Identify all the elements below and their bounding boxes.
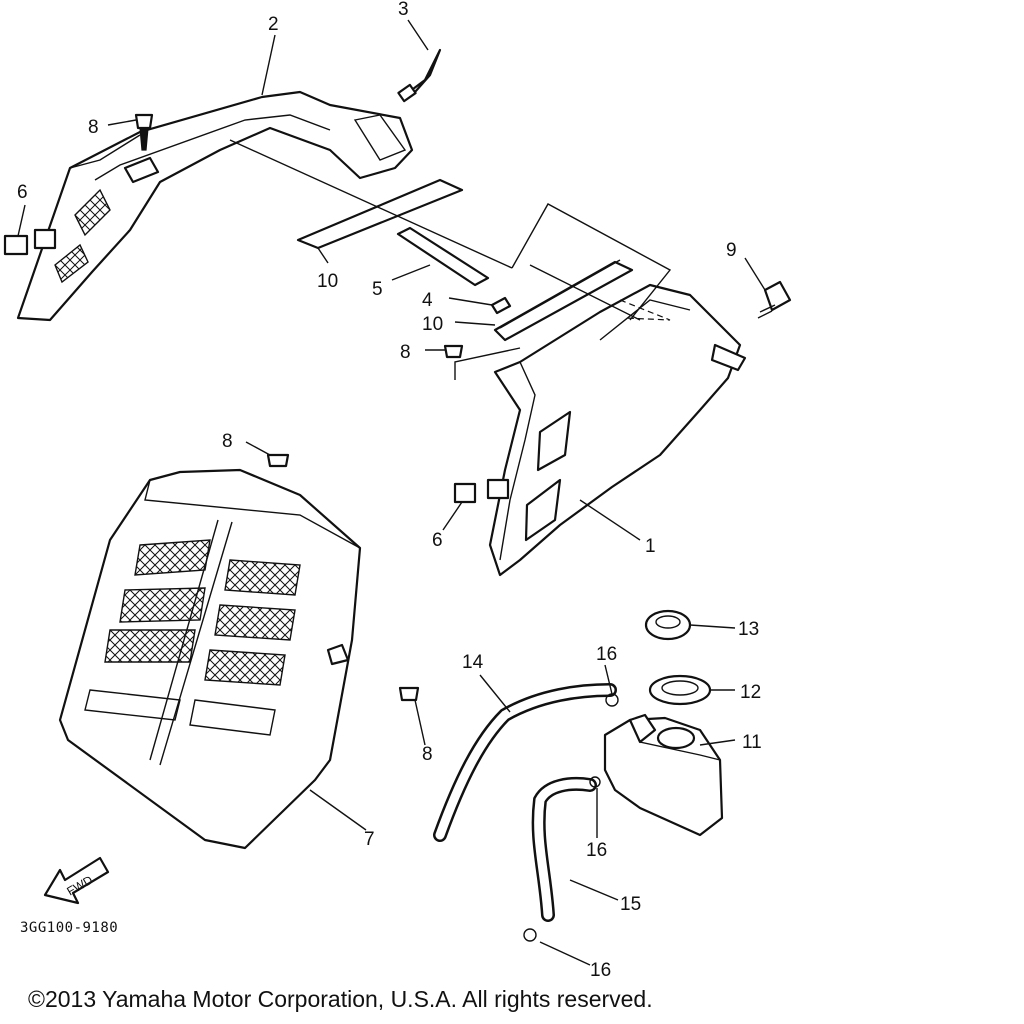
part-12-tank-collar	[648, 674, 712, 706]
part-7-radiator-grille	[58, 468, 362, 850]
diagram-code: 3GG100-9180	[20, 920, 119, 936]
callout-10: 10	[422, 314, 443, 335]
part-5-damper	[396, 226, 490, 287]
assembly-reference-lines	[229, 139, 672, 380]
callout-5: 5	[372, 279, 383, 300]
part-8-screw-b	[443, 344, 464, 359]
callout-2: 2	[268, 14, 279, 35]
callout-1: 1	[645, 536, 656, 557]
callout-13: 13	[738, 619, 759, 640]
callout-15: 15	[620, 894, 641, 915]
part-6-clip-a	[3, 228, 57, 256]
callout-8: 8	[422, 744, 433, 765]
part-11-reservoir-tank	[603, 713, 724, 837]
part-14-hose	[433, 683, 617, 842]
callout-14: 14	[462, 652, 484, 673]
callout-8: 8	[400, 342, 411, 363]
part-8-screw-c	[266, 453, 290, 468]
callout-12: 12	[740, 682, 761, 703]
part-10-seal-strip-right	[493, 259, 634, 342]
callout-6: 6	[432, 530, 443, 551]
part-4-clip	[490, 296, 512, 315]
callout-leaders	[17, 19, 766, 966]
callout-3: 3	[398, 0, 409, 20]
part-16-clamp-b	[589, 776, 601, 788]
callout-10: 10	[317, 271, 338, 292]
part-13-cap	[644, 609, 692, 641]
callout-7: 7	[364, 829, 375, 850]
part-2-upper-cowling	[16, 90, 414, 322]
part-8-screw-a	[134, 113, 154, 151]
callout-4: 4	[422, 290, 433, 311]
callout-6: 6	[17, 182, 28, 203]
copyright-notice: ©2013 Yamaha Motor Corporation, U.S.A. A…	[28, 986, 653, 1012]
part-8-screw-d	[398, 686, 420, 702]
callout-9: 9	[726, 240, 737, 261]
part-16-clamp-c	[523, 928, 537, 942]
callout-8: 8	[88, 117, 99, 138]
part-3-rivet	[397, 48, 442, 103]
fasteners	[3, 48, 792, 942]
callout-16: 16	[590, 960, 611, 981]
callout-16: 16	[586, 840, 607, 861]
fwd-arrow-icon: FWD	[43, 856, 110, 905]
callout-16: 16	[596, 644, 617, 665]
part-6-clip-b	[453, 478, 510, 504]
part-10-seal-strip-left	[296, 178, 464, 250]
callout-numbers: 1 2 3 4 5 6 6 7 8 8 8 8 9 10 10 11 12 13…	[17, 0, 762, 981]
callout-8: 8	[222, 431, 233, 452]
part-1-side-panel	[488, 283, 747, 577]
callout-11: 11	[742, 732, 762, 753]
part-9-bolt	[757, 280, 792, 319]
part-15-hose	[531, 776, 597, 922]
